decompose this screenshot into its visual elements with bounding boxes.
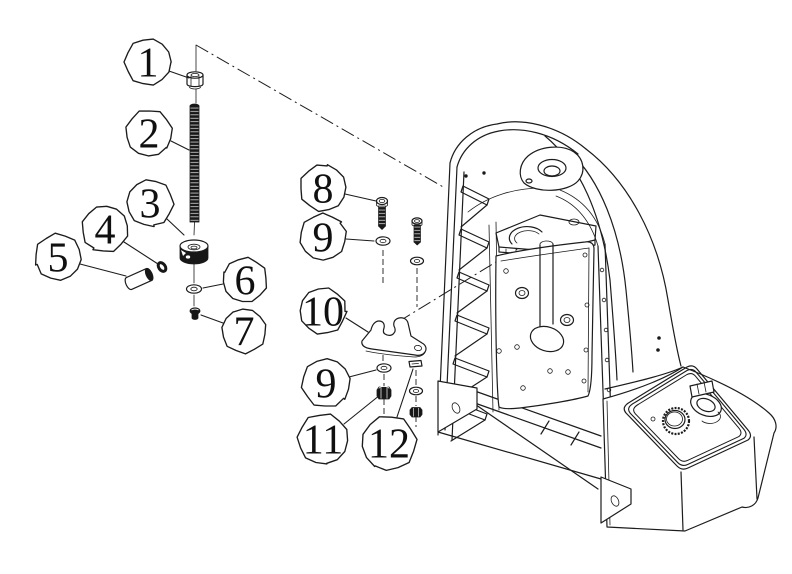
- callout-balloon: [126, 179, 175, 228]
- callout-4: 4: [81, 205, 159, 265]
- callout-leader-line: [168, 70, 190, 79]
- callout-leader-line: [396, 368, 414, 418]
- part-release-knob: [179, 239, 209, 265]
- callout-balloon: [34, 232, 82, 281]
- release-knob: [661, 406, 691, 436]
- callout-number: 9: [316, 362, 337, 408]
- callout-balloon: [123, 38, 172, 86]
- foot-flange-middle: [600, 476, 632, 524]
- callout-number: 11: [303, 418, 343, 464]
- callout-leader-line: [166, 218, 185, 236]
- part-grub-screw: [189, 307, 201, 320]
- callout-number: 12: [368, 422, 410, 468]
- housing-body: [437, 121, 777, 532]
- callout-10: 10: [299, 287, 369, 336]
- part-washer-9a: [375, 236, 391, 246]
- callout-leader-line: [123, 241, 159, 265]
- housing-ribs: [450, 171, 490, 442]
- control-console: [602, 365, 777, 532]
- callout-balloon: [222, 256, 268, 303]
- callout-leader-line: [79, 263, 127, 277]
- callout-number: 10: [302, 290, 344, 336]
- part-lock-nut: [186, 71, 204, 90]
- part-hex-nut-11b: [409, 407, 423, 418]
- housing-top-boss: [519, 146, 584, 191]
- key-lock: [689, 380, 722, 424]
- callout-3: 3: [126, 179, 185, 236]
- callout-leader-line: [343, 394, 381, 425]
- callout-leader-line: [348, 369, 377, 378]
- callout-2: 2: [125, 110, 190, 158]
- callout-balloon: [299, 212, 347, 261]
- callout-leader-line: [344, 193, 377, 202]
- housing-right-band: [555, 189, 612, 421]
- part-o-ring: [156, 261, 168, 273]
- callout-balloon: [299, 287, 348, 335]
- callout-number: 1: [138, 41, 159, 87]
- callout-number: 4: [95, 208, 116, 254]
- callout-number: 9: [313, 216, 334, 262]
- callout-leader-line: [202, 283, 224, 289]
- callout-5: 5: [34, 232, 127, 282]
- callout-1: 1: [123, 38, 190, 87]
- callout-leader-line: [345, 317, 369, 333]
- callout-balloon: [361, 416, 418, 472]
- part-hex-nut-11a: [376, 386, 392, 400]
- part-square-nut-12: [408, 359, 423, 368]
- callout-8: 8: [300, 164, 377, 213]
- part-washer-9b: [376, 363, 392, 373]
- callout-number: 7: [234, 310, 255, 356]
- foot-flange-left: [437, 380, 478, 433]
- callout-balloon: [300, 164, 347, 213]
- part-screw-8a: [375, 196, 389, 230]
- callout-number: 3: [140, 182, 161, 228]
- callout-leader-line: [170, 140, 190, 151]
- callout-balloon: [300, 358, 351, 407]
- callout-balloon: [221, 308, 267, 355]
- part-pin: [124, 267, 154, 291]
- callout-12: 12: [361, 368, 418, 472]
- callout-number: 2: [139, 112, 160, 158]
- callout-6: 6: [202, 256, 268, 305]
- part-threaded-rod: [189, 103, 200, 223]
- callout-number: 5: [48, 236, 69, 282]
- part-bracket: [361, 317, 427, 358]
- centerlines: [193, 44, 541, 427]
- callout-leader-line: [345, 238, 375, 242]
- callout-number: 6: [235, 259, 256, 305]
- callout-balloon: [125, 110, 173, 157]
- callout-leader-line: [200, 314, 224, 324]
- callout-11: 11: [296, 394, 381, 465]
- callout-balloon: [296, 413, 349, 465]
- part-washer-12: [408, 386, 424, 396]
- part-washer-6: [185, 284, 203, 294]
- part-washer-9a2: [409, 256, 425, 266]
- part-screw-8b: [411, 217, 423, 246]
- callout-7: 7: [200, 308, 267, 356]
- housing-base-rails: [437, 386, 602, 490]
- callout-9: 9: [300, 358, 377, 408]
- housing-inner-plate: [488, 221, 595, 413]
- callout-balloon: [81, 205, 129, 253]
- callout-9: 9: [299, 212, 375, 262]
- callout-number: 8: [313, 167, 334, 213]
- housing-deck: [495, 214, 597, 257]
